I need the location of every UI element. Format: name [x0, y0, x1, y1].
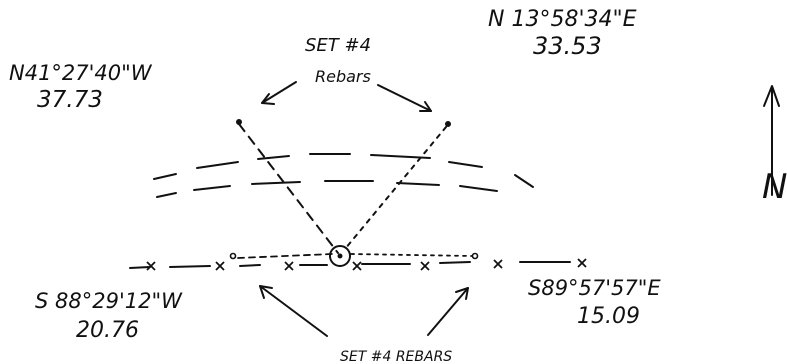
fence-rebar-west [229, 252, 237, 260]
rebar-point-northeast [445, 121, 451, 127]
northwest-distance: 37.73 [37, 87, 103, 113]
road-dashed-lines [153, 153, 534, 198]
north-arrow-head [763, 85, 780, 107]
fence-x-marks [146, 258, 587, 271]
northeast-bearing-line [344, 126, 447, 250]
top-set-label: SET #4 [305, 35, 371, 56]
center-control-dot [337, 253, 343, 259]
north-arrow: N [762, 85, 787, 207]
left-bottom-pointer-arrow [259, 285, 328, 337]
right-bottom-pointer-arrow [427, 287, 469, 336]
fence-rebar-east [471, 252, 479, 260]
east-bearing-dashed-line [350, 253, 473, 257]
right-top-pointer-arrow [377, 84, 432, 112]
southwest-distance: 20.76 [76, 318, 139, 343]
northwest-bearing: N41°27'40"W [9, 61, 153, 85]
northeast-bearing: N 13°58'34"E [488, 7, 637, 32]
center-control-point [329, 245, 351, 267]
left-top-pointer-arrow [261, 81, 297, 105]
southeast-distance: 15.09 [577, 304, 640, 329]
southeast-bearing: S89°57'57"E [528, 276, 661, 300]
southwest-bearing: S 88°29'12"W [35, 289, 183, 313]
rebar-point-northwest [236, 119, 242, 125]
top-rebars-label: Rebars [315, 67, 371, 86]
north-letter: N [762, 167, 787, 207]
west-bearing-dashed-line [237, 253, 333, 259]
bottom-set-label: SET #4 REBARS [340, 349, 452, 364]
fence-line [129, 252, 587, 271]
northeast-distance: 33.53 [533, 32, 602, 60]
northwest-bearing-line [238, 123, 339, 254]
